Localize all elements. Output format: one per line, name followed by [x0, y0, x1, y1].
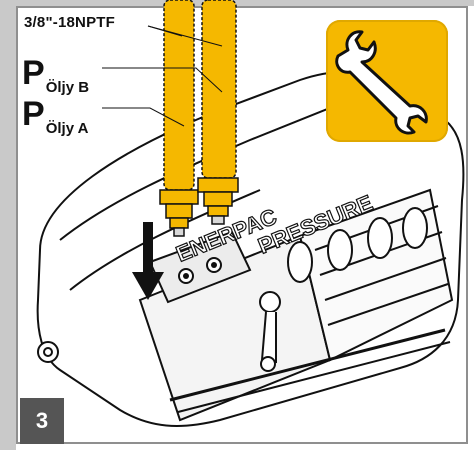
wrench-icon: [335, 30, 428, 135]
port-a-subscript: Öljy A: [45, 120, 89, 137]
hose-port-a: [159, 0, 199, 237]
leader-lines: [102, 25, 223, 127]
port-a-main: P: [22, 95, 45, 133]
step-number-badge: 3: [20, 398, 64, 444]
tool-panel: [326, 20, 448, 142]
port-b-subscript: Öljy B: [45, 79, 90, 96]
port-a-label: PÖljy A: [22, 95, 89, 137]
port-b-label: PÖljy B: [22, 54, 90, 96]
down-arrow-icon: [132, 222, 164, 300]
pump-body: [36, 70, 465, 427]
left-margin-band: [0, 0, 16, 450]
hose-port-b: [197, 0, 239, 225]
thread-spec-label: 3/8"-18NPTF: [24, 14, 116, 31]
top-margin-band: [0, 0, 474, 6]
port-b-main: P: [22, 54, 45, 92]
